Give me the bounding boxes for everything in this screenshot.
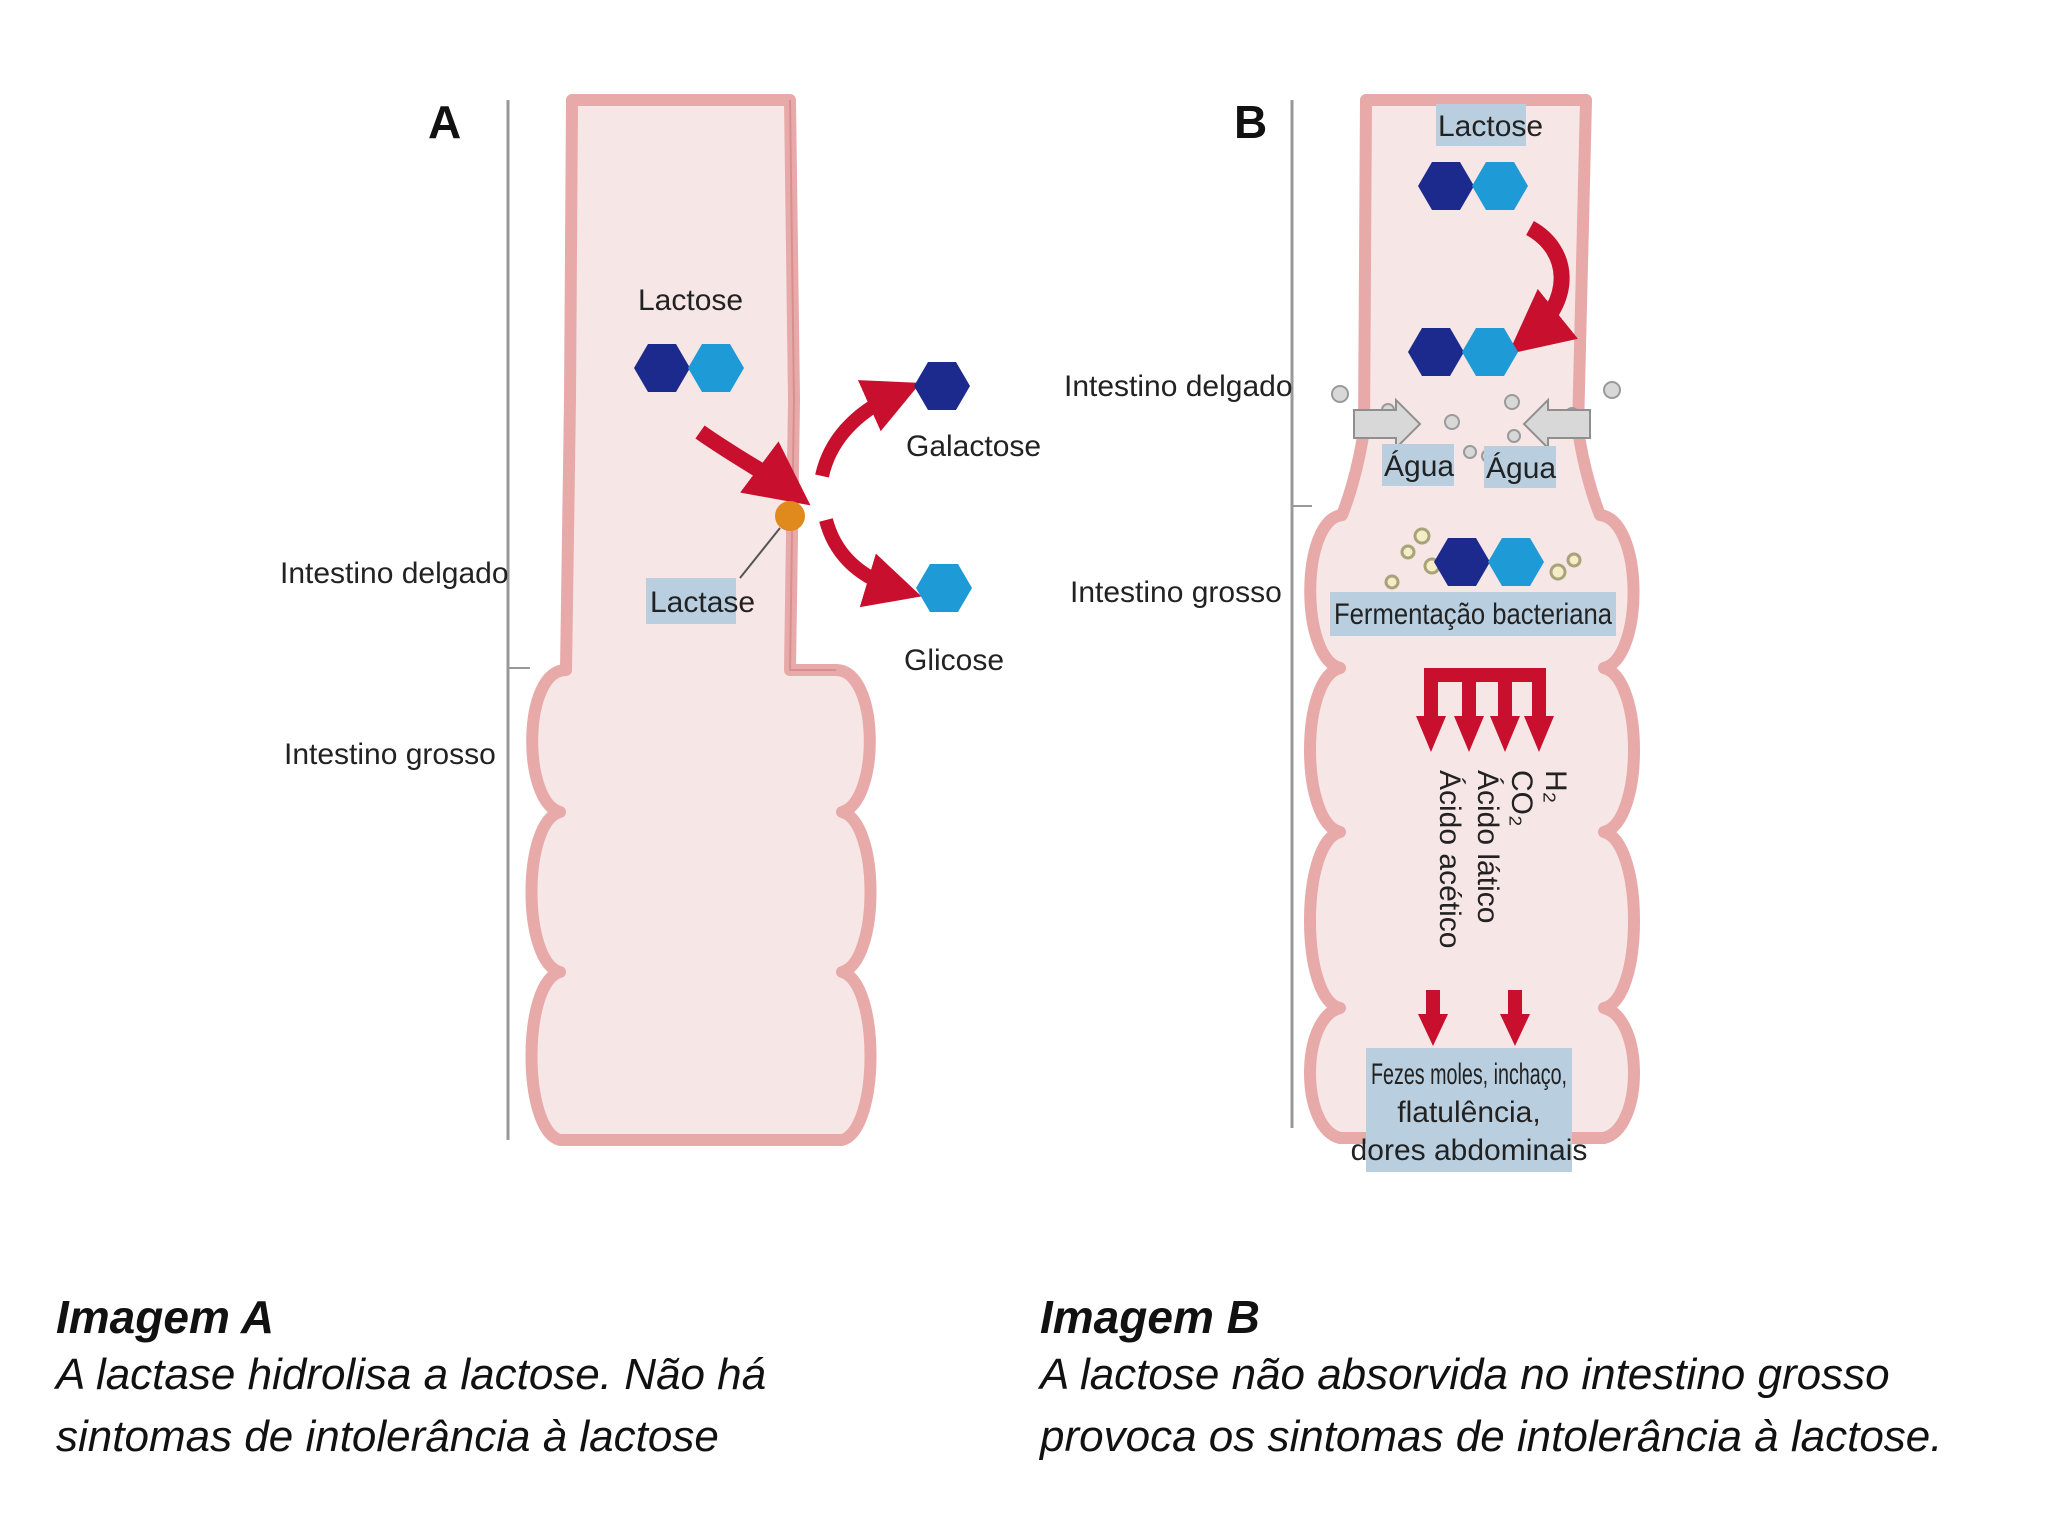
- caption-b-line-1: A lactose não absorvida no intestino gro…: [1040, 1350, 1890, 1399]
- panel-b-symptom-line-3: dores abdominais: [1351, 1134, 1588, 1167]
- caption-a-line-1: A lactase hidrolisa a lactose. Não há: [56, 1350, 767, 1399]
- panel-b-fermentation-highlight: [1330, 592, 1616, 636]
- panel-a-glucose-molecule: [916, 564, 972, 612]
- panel-b-product-lactic-acid: Ácido lático: [1471, 770, 1504, 923]
- panel-b-water-arrow-right-icon: [1522, 397, 1591, 451]
- panel-b-symptoms-highlight: [1366, 1048, 1572, 1172]
- panel-b: B Intestino delgado Intestino grosso Lac…: [1064, 94, 1640, 1172]
- panel-a-large-intestine-label: Intestino grosso: [284, 738, 496, 771]
- caption-a-line-2: sintomas de intolerância à lactose: [56, 1412, 719, 1461]
- panel-a-lactase-highlight: [646, 578, 736, 624]
- panel-a-arrow-to-lactase: [695, 425, 811, 506]
- panel-a-arrow-to-galactose: [815, 380, 921, 478]
- caption-a-title: Imagem A: [56, 1291, 275, 1343]
- panel-b-water-arrow-left-icon: [1353, 397, 1422, 451]
- panel-b-product-h2: H₂: [1539, 770, 1572, 803]
- panel-b-lactose-highlight: [1436, 104, 1526, 146]
- panel-a-lactase-label: Lactase: [650, 586, 755, 619]
- caption-a: Imagem A A lactase hidrolisa a lactose. …: [56, 1290, 766, 1468]
- panel-b-water-left-label: Água: [1384, 450, 1454, 483]
- panel-b-lactose-molecule-mid: [1408, 328, 1518, 376]
- panel-a-galactose-molecule: [914, 362, 970, 410]
- panel-a-lactase-enzyme: [775, 501, 805, 531]
- panel-b-bacteria: [1384, 527, 1582, 590]
- panel-b-fermentation-label: Fermentação bacteriana: [1334, 598, 1612, 631]
- panel-b-fermentation-arrows: [1416, 668, 1554, 752]
- panel-b-lactose-molecule-large-intestine: [1434, 538, 1544, 586]
- panel-b-symptom-line-2: flatulência,: [1397, 1096, 1540, 1129]
- caption-b-line-2: provoca os sintomas de intolerância à la…: [1040, 1412, 1943, 1461]
- panel-a-glucose-label: Glicose: [904, 644, 1004, 677]
- panel-a-letter: A: [428, 96, 461, 148]
- panel-b-symptom-line-1: Fezes moles, inchaço,: [1371, 1058, 1567, 1091]
- panel-a-arrow-to-glucose: [819, 518, 922, 608]
- panel-a-wall-inner: [788, 99, 836, 671]
- panel-a-lactase-pointer: [739, 527, 781, 579]
- panel-b-symptom-arrows: [1418, 990, 1530, 1046]
- panel-a: A Intestino delgado Intestino grosso Lac…: [280, 94, 1041, 1146]
- panel-b-water-left-highlight: [1382, 444, 1454, 486]
- panel-a-lactose-molecule: [634, 344, 744, 392]
- panel-b-lactose-label: Lactose: [1438, 110, 1543, 143]
- caption-b-title: Imagem B: [1040, 1291, 1260, 1343]
- panel-b-arrow-down-small: [1508, 220, 1578, 355]
- panel-a-lactose-label: Lactose: [638, 284, 743, 317]
- panel-a-galactose-label: Galactose: [906, 430, 1041, 463]
- panel-b-large-intestine-label: Intestino grosso: [1070, 576, 1282, 609]
- panel-b-water-right-label: Água: [1486, 452, 1556, 485]
- panel-b-products: H₂ CO₂ Ácido lático Ácido acético: [1433, 770, 1572, 948]
- panel-b-product-co2: CO₂: [1505, 770, 1538, 827]
- panel-b-lactose-molecule-top: [1418, 162, 1528, 210]
- panel-b-letter: B: [1234, 96, 1267, 148]
- panel-a-small-intestine-label: Intestino delgado: [280, 557, 509, 590]
- caption-b: Imagem B A lactose não absorvida no inte…: [1040, 1290, 1943, 1468]
- panel-b-small-intestine-label: Intestino delgado: [1064, 370, 1293, 403]
- panel-b-water-right-highlight: [1484, 446, 1556, 488]
- panel-b-product-acetic-acid: Ácido acético: [1433, 770, 1466, 948]
